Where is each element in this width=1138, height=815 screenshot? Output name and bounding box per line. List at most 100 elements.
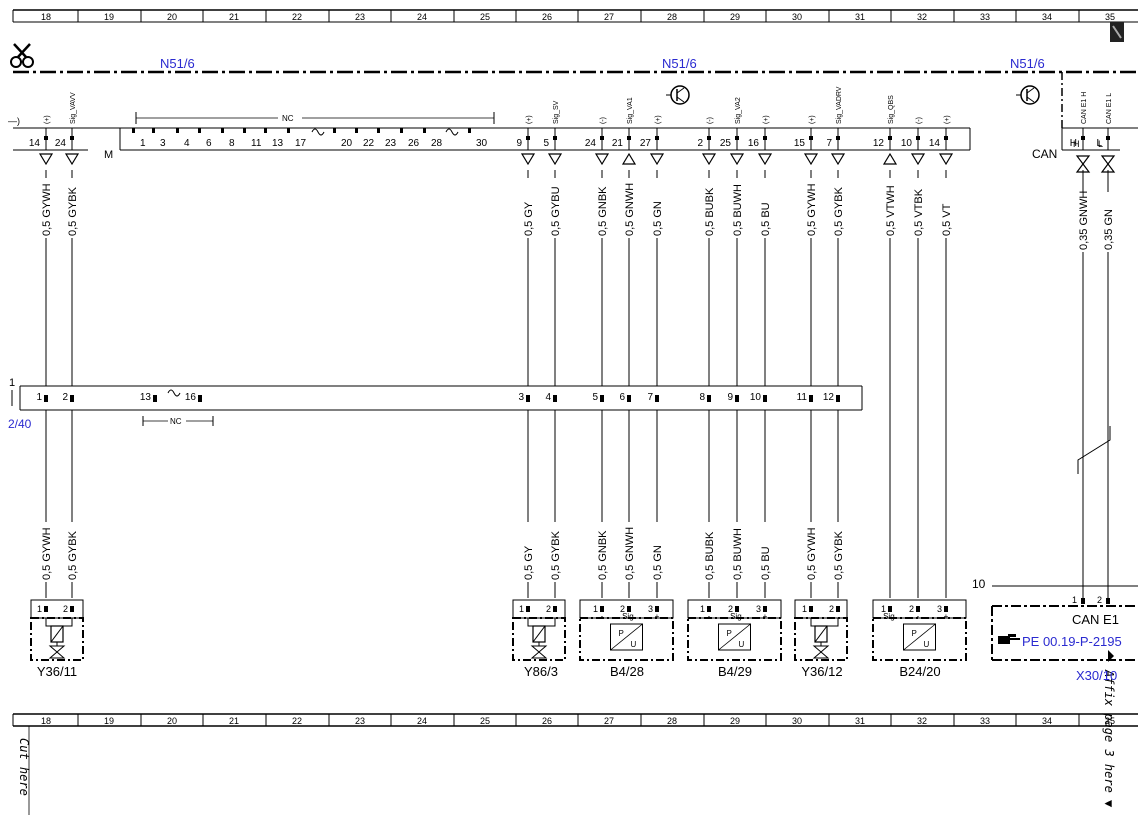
module-label-1: N51/6	[160, 56, 195, 71]
signal-label: Sig_SV	[553, 100, 560, 124]
component-pin-mark: +	[944, 612, 949, 621]
can-label: CAN	[1032, 147, 1057, 161]
signal-label: (+)	[809, 115, 816, 124]
pointing-hand-icon	[998, 634, 1020, 644]
wire-label-upper: 0,5 BU	[760, 202, 772, 236]
wire-label-upper: 0,5 BUBK	[704, 187, 716, 236]
nc-pin-number: 30	[476, 138, 488, 149]
ruler-column-label: 35	[1105, 716, 1115, 726]
module-pin-number: 10	[901, 138, 913, 149]
ruler-column-label: 31	[855, 716, 865, 726]
wire-label-upper: 0,5 BUWH	[732, 184, 744, 236]
connector-pin-number: 11	[797, 392, 808, 403]
wire-label-upper: 0,5 VTWH	[885, 185, 897, 236]
x30-name: X30/10	[1076, 668, 1117, 683]
signal-label: (+)	[763, 115, 770, 124]
component-pin-number: 2	[546, 604, 551, 614]
wire-label-upper: 0,5 VT	[941, 203, 953, 236]
cut-here-text: Cut here	[17, 738, 31, 796]
wire-label-upper: 0,5 GNBK	[597, 186, 609, 236]
ruler-column-label: 24	[417, 12, 427, 22]
component-pin-number: 2	[63, 604, 68, 614]
connector-pin-number: 4	[545, 392, 551, 403]
module-pin-number: 24	[55, 138, 67, 149]
module-pin-number: L	[1096, 138, 1102, 149]
component-pin-mark: -	[708, 612, 711, 621]
connector-ref: 2/40	[8, 417, 32, 431]
ruler-column-label: 32	[917, 12, 927, 22]
ruler-column-label: 19	[104, 716, 114, 726]
ruler-column-label: 21	[229, 716, 239, 726]
module-pin-number: 16	[748, 138, 760, 149]
connector-pin-number: 3	[518, 392, 524, 403]
nc-pin-number: 26	[408, 138, 420, 149]
wire-label-lower: 0,5 GNBK	[597, 530, 609, 580]
nc-pin-number: 8	[229, 138, 235, 149]
module-pin-number: 21	[612, 138, 624, 149]
connector-2-40	[11, 385, 863, 426]
ruler-column-label: 21	[229, 12, 239, 22]
wire-label-upper: 0,5 GYBK	[67, 186, 79, 236]
connector-pin-number: 2	[62, 392, 68, 403]
wire-label-upper: 0,35 GNWH	[1078, 191, 1090, 250]
component-pin-number: 1	[593, 604, 598, 614]
signal-label: (-)	[707, 117, 714, 124]
nc-pin-number: 1	[140, 138, 146, 149]
component-pin-mark: Sig.	[622, 612, 636, 621]
x30-reference: PE 00.19-P-2195	[1022, 634, 1122, 649]
nc-pin-number: 13	[272, 138, 284, 149]
signal-label: Sig_VA1	[627, 97, 634, 124]
ruler-column-label: 30	[792, 12, 802, 22]
module-label-2: N51/6	[662, 56, 697, 71]
module-label-3: N51/6	[1010, 56, 1045, 71]
signal-label: Sig_VAVV	[70, 92, 77, 124]
ruler-column-label: 27	[604, 12, 614, 22]
wire-label-upper: 0,5 VTBK	[913, 188, 925, 236]
wire-label-upper: 0,35 GN	[1103, 209, 1115, 250]
signal-label: (+)	[526, 115, 533, 124]
module-pin-number: 14	[29, 138, 41, 149]
component-pin-number: 3	[937, 604, 942, 614]
ruler-column-label: 30	[792, 716, 802, 726]
connector-nc-label: NC	[170, 417, 182, 426]
ruler-column-label: 26	[542, 716, 552, 726]
ruler-column-label: 33	[980, 716, 990, 726]
connector-label: 1	[9, 377, 15, 389]
ruler-column-label: 32	[917, 716, 927, 726]
ruler-column-label: 25	[480, 12, 490, 22]
scissors-icon	[10, 43, 34, 68]
pu-p-label: P	[727, 629, 732, 638]
module-pin-number: H	[1070, 138, 1077, 149]
component-pin-mark: Sig.	[883, 612, 897, 621]
module-pin-number: 14	[929, 138, 941, 149]
wire-label-lower: 0,5 BUBK	[704, 531, 716, 580]
component-pin-number: 1	[37, 604, 42, 614]
signal-label: Sig_VADRV	[836, 86, 843, 124]
component-pin-number: 1	[700, 604, 705, 614]
x30-pin-2: 2	[1097, 595, 1102, 605]
wire-label-upper: 0,5 GY	[523, 201, 535, 236]
component-pin-number: 1	[802, 604, 807, 614]
ruler-column-label: 20	[167, 12, 177, 22]
module-pin-number: 25	[720, 138, 732, 149]
ruler-column-label: 24	[417, 716, 427, 726]
wire-label-lower: 0,5 GYBK	[833, 530, 845, 580]
wire-label-lower: 0,5 BUWH	[732, 528, 744, 580]
wire-label-lower: 0,5 GYWH	[806, 527, 818, 580]
wire-label-lower: 0,5 BU	[760, 546, 772, 580]
pu-u-label: U	[924, 640, 930, 649]
connector-pin-number: 10	[750, 392, 762, 403]
wire-label-upper: 0,5 GYBU	[550, 186, 562, 236]
nc-pin-number: 22	[363, 138, 375, 149]
signal-label: CAN E1 H	[1081, 92, 1088, 124]
component-pin-number: 2	[728, 604, 733, 614]
wire-label-upper: 0,5 GYBK	[833, 186, 845, 236]
